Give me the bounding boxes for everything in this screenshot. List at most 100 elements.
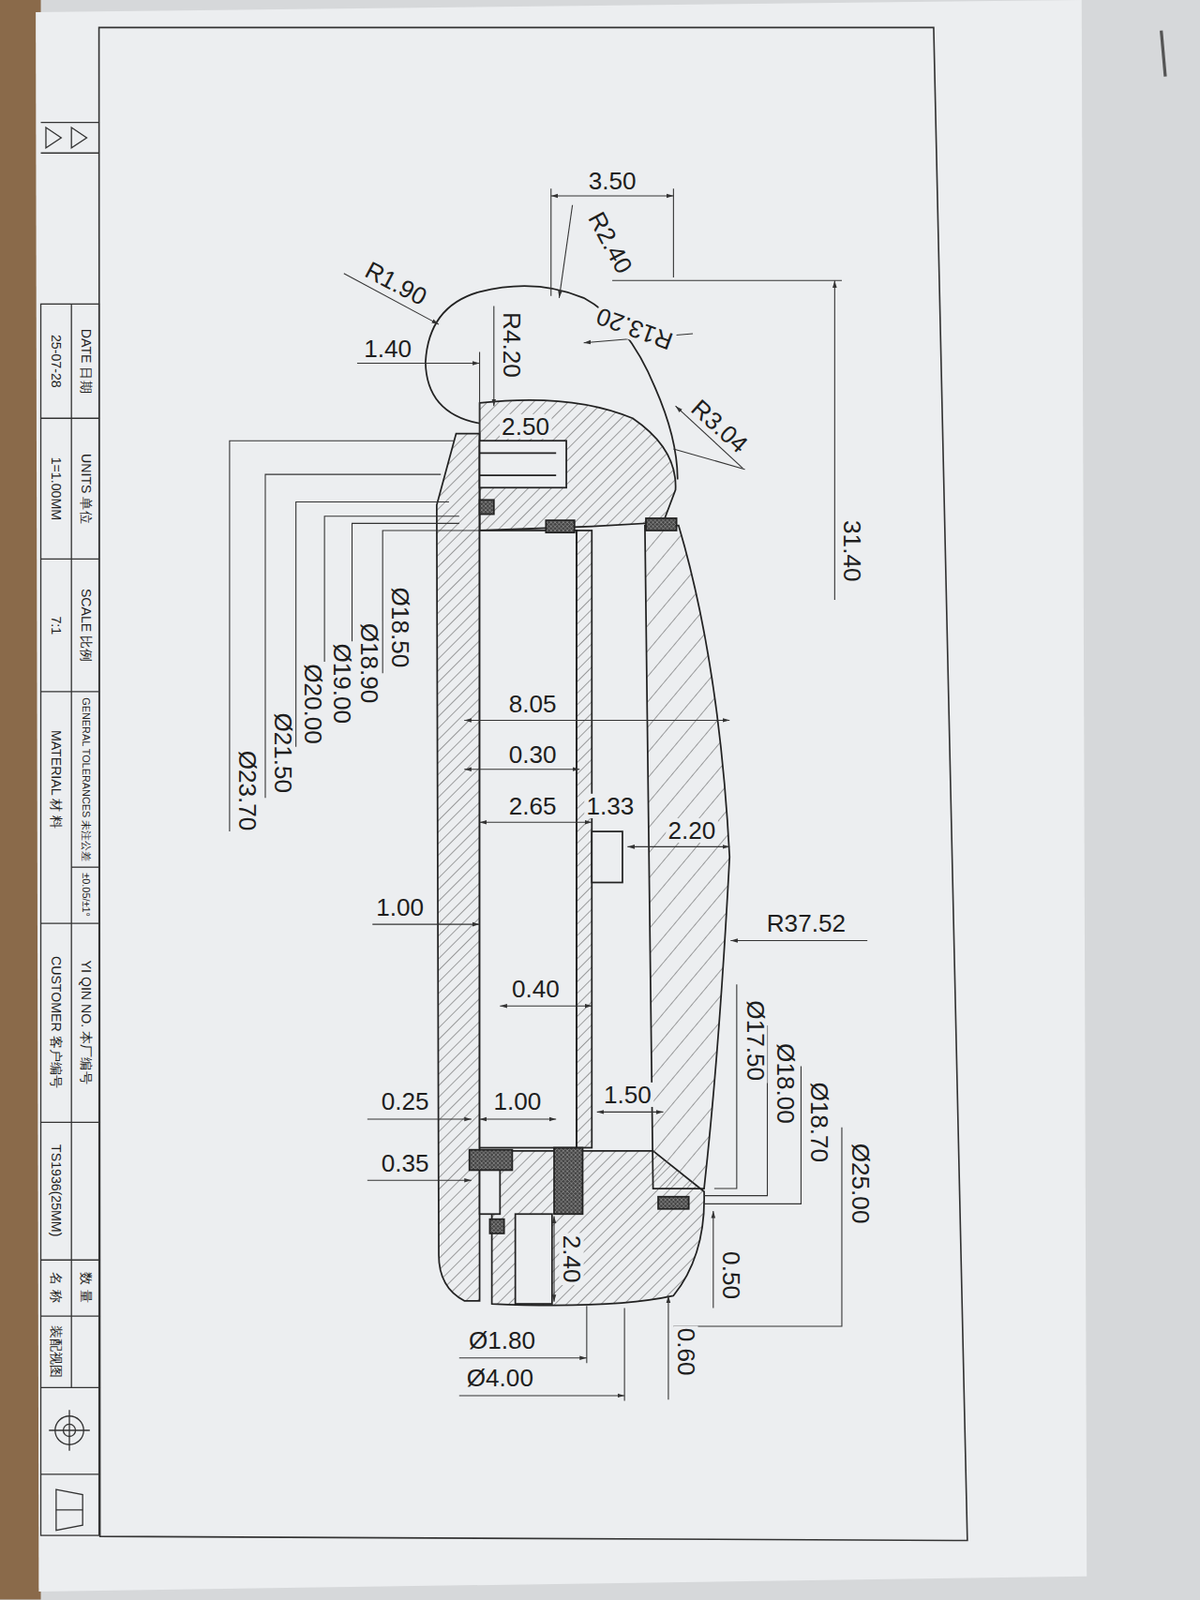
dimension-label: Ø19.00 bbox=[330, 641, 355, 726]
dimension-line bbox=[367, 1180, 472, 1182]
pen-mark bbox=[1161, 30, 1166, 77]
dimension-line bbox=[834, 280, 836, 600]
screw-thread bbox=[480, 474, 557, 477]
top-cap bbox=[480, 400, 676, 531]
extension-line bbox=[624, 1307, 626, 1401]
title-block-rule bbox=[41, 1387, 100, 1389]
radius-leader bbox=[558, 205, 572, 299]
title-block-text: SCALE 比例 bbox=[78, 586, 92, 665]
dimension-line bbox=[459, 1395, 625, 1396]
dimension-label: 1.50 bbox=[601, 1082, 654, 1108]
extension-line bbox=[585, 1305, 587, 1364]
dimension-line bbox=[464, 720, 730, 721]
dimension-label: R1.90 bbox=[359, 256, 433, 312]
title-block-text: 装配视图 bbox=[49, 1323, 63, 1381]
dimension-line bbox=[551, 195, 675, 196]
projection-symbol bbox=[56, 1509, 83, 1511]
title-block-rule bbox=[71, 303, 73, 1388]
lens bbox=[645, 525, 730, 1189]
title-block-frame bbox=[41, 303, 100, 1536]
dimension-line bbox=[229, 440, 454, 832]
dimension-line bbox=[499, 1005, 592, 1007]
seal bbox=[658, 1197, 690, 1210]
title-block-rule bbox=[71, 867, 99, 869]
dimension-label: 8.05 bbox=[507, 691, 559, 717]
dimension-label: Ø18.70 bbox=[807, 1080, 832, 1165]
section-view bbox=[425, 285, 730, 1306]
extension-line bbox=[550, 188, 552, 296]
dimension-line bbox=[480, 822, 593, 824]
dimension-label: 1.40 bbox=[361, 336, 414, 361]
title-block-rule bbox=[41, 558, 100, 560]
dimension-line bbox=[667, 1295, 669, 1400]
title-block-text: MATERIAL 材 料 bbox=[49, 728, 63, 832]
extension-line bbox=[612, 280, 842, 282]
dimension-label: Ø21.50 bbox=[270, 710, 295, 795]
dimension-label: Ø25.00 bbox=[847, 1141, 872, 1227]
inner-tube bbox=[576, 530, 592, 1149]
dimension-line bbox=[265, 474, 441, 798]
drawing-border bbox=[99, 27, 968, 1541]
title-block-rule bbox=[41, 1260, 100, 1261]
title-block-rule bbox=[41, 121, 100, 123]
seal bbox=[469, 1150, 513, 1171]
extension-line bbox=[673, 188, 675, 278]
bump bbox=[591, 831, 623, 883]
dimension-line bbox=[712, 1211, 714, 1308]
title-block-text: 名 称 bbox=[49, 1270, 63, 1305]
seal bbox=[489, 1219, 504, 1234]
cavity bbox=[480, 530, 577, 1149]
extension-line bbox=[479, 352, 480, 435]
dimension-label: R2.40 bbox=[583, 206, 638, 280]
title-block-text: ±0.05/±1° bbox=[80, 870, 91, 919]
dimension-label: 0.30 bbox=[507, 742, 559, 767]
dimension-label: 0.25 bbox=[379, 1089, 432, 1114]
dimension-line bbox=[627, 846, 730, 848]
dimension-label: Ø4.00 bbox=[465, 1365, 537, 1391]
title-block-text: TS1936(25MM) bbox=[49, 1142, 63, 1240]
dimension-label: R4.20 bbox=[498, 310, 524, 380]
bore bbox=[515, 1214, 553, 1305]
dimension-label: R13.20 bbox=[591, 302, 678, 355]
dimension-label: Ø1.80 bbox=[466, 1328, 539, 1353]
dimension-label: 1.33 bbox=[584, 794, 636, 819]
dimension-label: 3.50 bbox=[585, 169, 638, 195]
title-block-text: 25-07-28 bbox=[49, 332, 63, 390]
dimension-label: 0.35 bbox=[379, 1151, 432, 1176]
paper-sheet bbox=[35, 0, 1087, 1592]
dimension-line bbox=[382, 530, 480, 674]
dimension-line bbox=[296, 502, 450, 748]
title-block-text: YI QIN NO. 本厂编号 bbox=[78, 958, 92, 1086]
title-block-rule bbox=[41, 690, 100, 692]
dimension-line bbox=[357, 362, 480, 364]
title-block-text: 1=1.00MM bbox=[49, 455, 63, 524]
title-block-text: GENERAL TOLERANCES 未注公差 bbox=[80, 695, 91, 864]
dimension-line bbox=[352, 523, 460, 709]
dimension-label: 31.40 bbox=[840, 518, 865, 585]
dimension-label: Ø23.70 bbox=[234, 749, 259, 834]
screw-thread bbox=[480, 451, 557, 454]
dimension-label: Ø17.50 bbox=[742, 998, 767, 1083]
dimensions bbox=[229, 188, 868, 1401]
revision-mark bbox=[45, 127, 61, 149]
title-block-text: UNITS 单位 bbox=[78, 451, 92, 526]
dimension-label: Ø18.50 bbox=[388, 585, 413, 670]
title-block-rule bbox=[41, 1315, 100, 1317]
dimension-label: Ø20.00 bbox=[300, 661, 326, 747]
dimension-line bbox=[367, 1118, 472, 1120]
dimension-label: 2.40 bbox=[558, 1233, 584, 1286]
title-block-text: 7:1 bbox=[49, 614, 63, 637]
dimension-label: 1.00 bbox=[491, 1089, 543, 1114]
title-block-text: DATE 日期 bbox=[78, 327, 92, 396]
revision-mark bbox=[71, 127, 87, 149]
title-block bbox=[41, 122, 100, 1536]
title-block-rule bbox=[41, 152, 100, 154]
wood-table bbox=[0, 0, 42, 1600]
title-block-rule bbox=[41, 1473, 100, 1475]
dimension-label: R37.52 bbox=[765, 911, 849, 936]
dimension-line bbox=[464, 768, 580, 770]
dimension-label: R3.04 bbox=[685, 393, 754, 459]
dimension-line bbox=[714, 984, 737, 1189]
dimension-line bbox=[597, 1111, 664, 1113]
